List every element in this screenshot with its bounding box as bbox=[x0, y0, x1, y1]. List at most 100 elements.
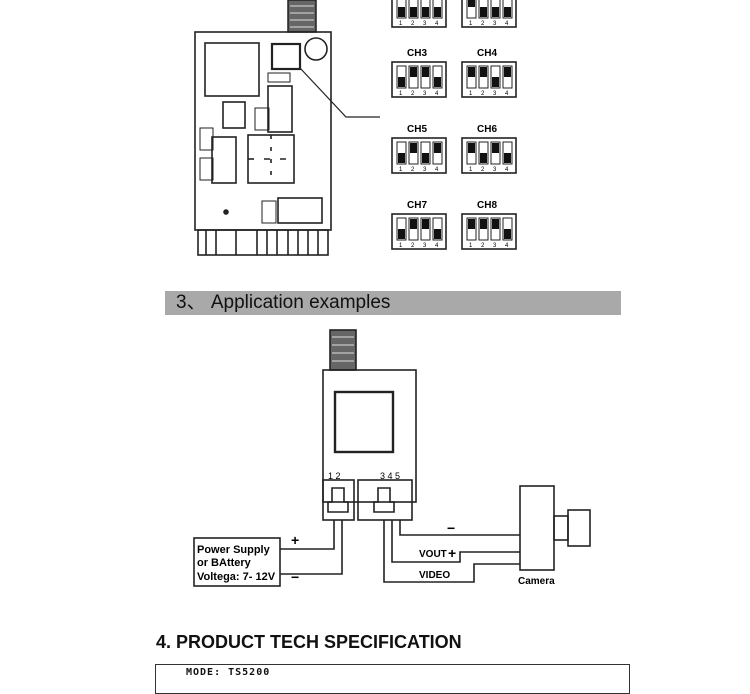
dip-slider bbox=[468, 219, 475, 229]
wire-positive bbox=[280, 520, 335, 550]
dip-bit-label: 2 bbox=[411, 21, 415, 27]
antenna-connector bbox=[329, 329, 357, 371]
pin-label-3-4-5: 3 4 5 bbox=[380, 471, 400, 481]
dip-slider bbox=[468, 0, 475, 7]
spec-first-row: MODE: TS5200 bbox=[186, 667, 271, 678]
wire-negative bbox=[280, 520, 343, 575]
dip-bit-label: 3 bbox=[493, 167, 497, 173]
dip-channel-label: CH5 bbox=[407, 124, 427, 135]
section-3-title: 3、 Application examples bbox=[176, 292, 391, 313]
dip-channel-label: CH3 bbox=[407, 48, 427, 59]
transmitter-module bbox=[322, 369, 417, 503]
dip-bit-label: 2 bbox=[481, 21, 485, 27]
dip-slider bbox=[434, 7, 441, 17]
dip-slider bbox=[468, 143, 475, 153]
dip-slider bbox=[410, 67, 417, 77]
dip-slider bbox=[492, 219, 499, 229]
transmitter-board bbox=[194, 31, 380, 256]
dip-switch-1: 1 2 3 4 bbox=[391, 0, 447, 28]
dip-bit-label: 1 bbox=[399, 21, 403, 27]
dip-bit-label: 4 bbox=[505, 167, 509, 173]
section-3-header-bar bbox=[165, 291, 621, 315]
dip-bit-label: 3 bbox=[493, 21, 497, 27]
dip-slider bbox=[410, 219, 417, 229]
dip-slider bbox=[480, 153, 487, 163]
power-label-line-1: Power Supply bbox=[197, 544, 271, 556]
vout-label: VOUT bbox=[419, 549, 447, 560]
section-4-title: 4. PRODUCT TECH SPECIFICATION bbox=[156, 632, 462, 652]
connector-signal bbox=[357, 479, 413, 521]
dip-bit-label: 4 bbox=[505, 243, 509, 249]
video-label: VIDEO bbox=[419, 570, 450, 581]
power-label-line-3: Voltega: 7- 12V bbox=[197, 571, 276, 583]
dip-bit-label: 2 bbox=[481, 91, 485, 97]
dip-bit-label: 1 bbox=[399, 167, 403, 173]
dip-slider bbox=[410, 143, 417, 153]
dip-bit-label: 3 bbox=[423, 243, 427, 249]
pin-label-1-2: 1 2 bbox=[328, 471, 341, 481]
minus-sign-camera: − bbox=[447, 520, 455, 536]
dip-slider bbox=[480, 67, 487, 77]
dip-slider bbox=[504, 229, 511, 239]
application-wiring-diagram: 1 2 3 4 5 Power Supply or BAttery Volteg… bbox=[193, 329, 591, 587]
dip-switch-4: CH4 1 2 3 4 bbox=[461, 48, 517, 98]
dip-bit-label: 1 bbox=[399, 91, 403, 97]
dip-bit-label: 4 bbox=[435, 21, 439, 27]
dip-bit-label: 2 bbox=[481, 167, 485, 173]
wire-vout bbox=[391, 520, 520, 563]
dip-channel-label: CH8 bbox=[477, 200, 497, 211]
minus-sign-power: − bbox=[291, 569, 299, 585]
dip-slider bbox=[480, 7, 487, 17]
dip-bit-label: 3 bbox=[423, 21, 427, 27]
wire-video bbox=[383, 520, 520, 583]
dip-channel-label: CH4 bbox=[477, 48, 497, 59]
antenna-connector bbox=[287, 0, 317, 33]
dip-slider bbox=[504, 67, 511, 77]
dip-bit-label: 2 bbox=[411, 91, 415, 97]
dip-slider bbox=[398, 7, 405, 17]
dip-bit-label: 3 bbox=[493, 243, 497, 249]
power-supply-box bbox=[193, 537, 281, 587]
dip-slider bbox=[434, 77, 441, 87]
dip-bit-label: 1 bbox=[469, 167, 473, 173]
dip-bit-label: 4 bbox=[505, 21, 509, 27]
dip-slider bbox=[492, 77, 499, 87]
dip-bit-label: 4 bbox=[505, 91, 509, 97]
wire-camera-negative bbox=[399, 520, 520, 536]
dip-slider bbox=[398, 229, 405, 239]
dip-bit-label: 2 bbox=[481, 243, 485, 249]
dip-slider bbox=[422, 153, 429, 163]
dip-bit-label: 3 bbox=[423, 167, 427, 173]
dip-switch-6: CH6 1 2 3 4 bbox=[461, 124, 517, 174]
power-label-line-2: or BAttery bbox=[197, 557, 252, 569]
dip-slider bbox=[422, 7, 429, 17]
dip-bit-label: 1 bbox=[399, 243, 403, 249]
dip-bit-label: 2 bbox=[411, 167, 415, 173]
dip-bit-label: 1 bbox=[469, 21, 473, 27]
dip-slider bbox=[434, 143, 441, 153]
dip-bit-label: 4 bbox=[435, 243, 439, 249]
dip-slider bbox=[422, 219, 429, 229]
camera-label: Camera bbox=[518, 576, 555, 587]
plus-sign-vout: + bbox=[448, 545, 456, 561]
dip-slider bbox=[468, 67, 475, 77]
dip-slider bbox=[410, 7, 417, 17]
dip-channel-label: CH6 bbox=[477, 124, 497, 135]
dip-switch-2: 1 2 3 4 bbox=[461, 0, 517, 28]
connector-power bbox=[322, 479, 355, 521]
plus-sign-power: + bbox=[291, 532, 299, 548]
dip-slider bbox=[492, 7, 499, 17]
dip-bit-label: 1 bbox=[469, 91, 473, 97]
dip-slider bbox=[398, 153, 405, 163]
dip-slider bbox=[422, 67, 429, 77]
dip-channel-label: CH7 bbox=[407, 200, 427, 211]
dip-slider bbox=[398, 77, 405, 87]
dip-bit-label: 3 bbox=[493, 91, 497, 97]
dip-slider bbox=[504, 153, 511, 163]
dip-slot bbox=[466, 0, 477, 19]
